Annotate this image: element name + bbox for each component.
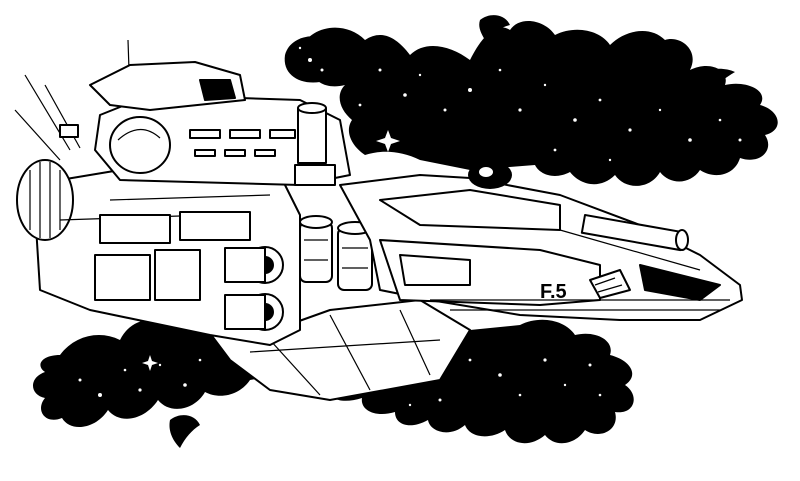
sensor-dome xyxy=(109,116,171,174)
sensor-tower xyxy=(297,107,327,164)
spaceship: F.5 xyxy=(14,39,743,401)
nebula-wisp-right xyxy=(680,68,735,95)
sparkle-star-lower xyxy=(142,355,158,371)
stars xyxy=(78,46,742,407)
sparkle-star xyxy=(376,130,400,152)
nebula-wisp-bottom xyxy=(169,415,200,448)
fuel-sphere xyxy=(16,159,74,241)
small-nebula xyxy=(284,36,340,83)
engine-nozzles xyxy=(224,246,284,331)
upper-nebula xyxy=(296,20,778,186)
fuel-canisters xyxy=(299,215,373,291)
forward-cannon xyxy=(580,213,689,252)
nebula-wisp-top xyxy=(479,15,510,40)
antenna-array xyxy=(14,39,131,161)
hull-marking: F.5 xyxy=(540,281,567,303)
